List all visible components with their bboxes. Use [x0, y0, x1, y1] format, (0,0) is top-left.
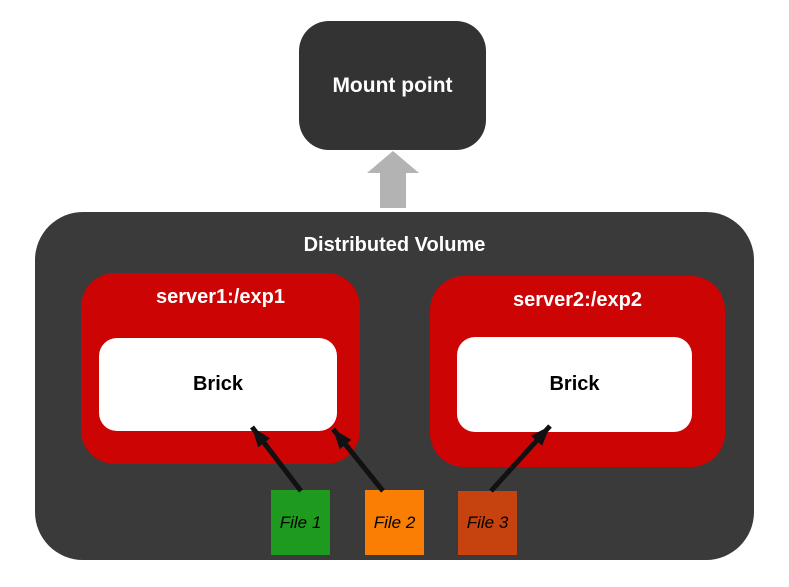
distributed-volume-label: Distributed Volume [303, 234, 486, 256]
server1-label: server1:/exp1 [156, 286, 285, 308]
server2-brick-box: Brick [457, 337, 692, 432]
file1-label: File 1 [279, 512, 322, 532]
file2-label: File 2 [373, 512, 416, 532]
mount-point-box: Mount point [299, 21, 486, 150]
server2-brick-label: Brick [549, 373, 600, 395]
file1-box: File 1 [271, 490, 330, 555]
file3-box: File 3 [458, 491, 517, 555]
file2-box: File 2 [365, 490, 424, 555]
server2-label: server2:/exp2 [513, 289, 642, 311]
mount-point-label: Mount point [332, 73, 453, 97]
distributed-volume-box: Distributed Volume server1:/exp1 Brick s… [35, 212, 754, 560]
file3-label: File 3 [466, 513, 509, 532]
server2-box: server2:/exp2 Brick [430, 276, 725, 467]
volume-to-mount-arrow-icon [367, 151, 419, 208]
server1-brick-box: Brick [99, 338, 337, 431]
server1-brick-label: Brick [192, 373, 244, 395]
server1-box: server1:/exp1 Brick [81, 273, 360, 464]
